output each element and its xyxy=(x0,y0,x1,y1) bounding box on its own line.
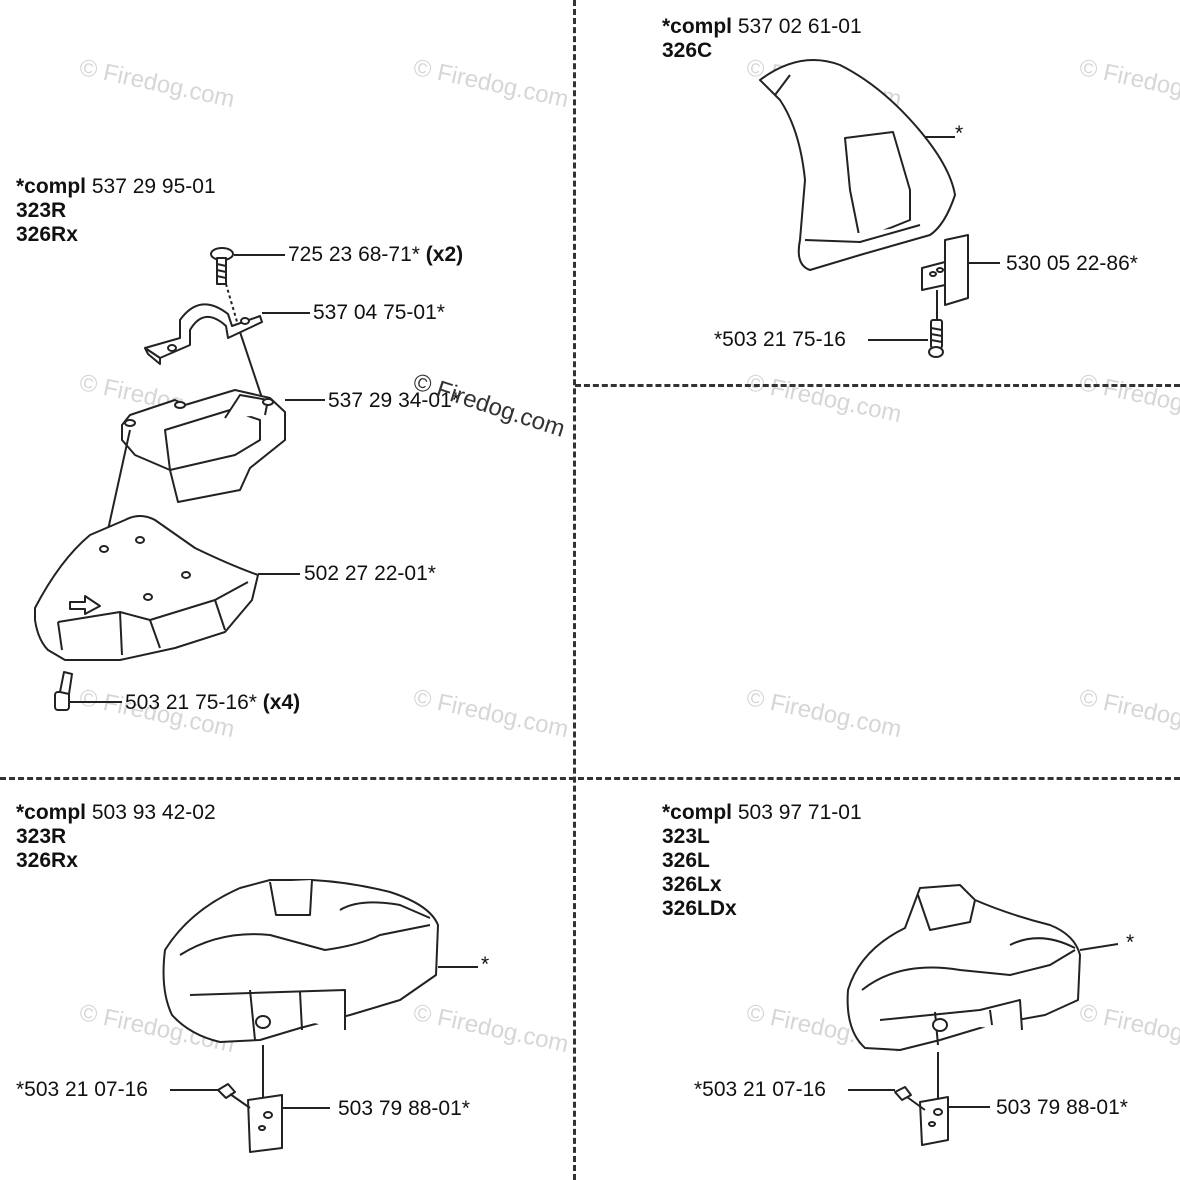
trimmer-guard-icon xyxy=(162,879,439,1043)
trimmer-guard-icon xyxy=(34,515,259,661)
screw-icon xyxy=(928,319,944,358)
assembly-part-number: 537 02 61-01 xyxy=(737,15,862,38)
bracket-icon xyxy=(921,234,969,306)
part-callout: 537 04 75-01* xyxy=(313,301,445,324)
part-callout: *503 21 75-16 xyxy=(714,328,846,351)
clamp-icon xyxy=(144,303,263,365)
screw-icon xyxy=(54,671,73,711)
trimmer-guard-icon xyxy=(759,59,956,271)
model-name: 326Rx xyxy=(16,223,78,246)
housing-icon xyxy=(121,389,286,503)
assembly-header: *compl 537 29 95-01 323R 326Rx xyxy=(16,175,216,247)
model-name: 323R xyxy=(16,825,67,848)
model-name: 326C xyxy=(662,39,713,62)
assembly-part-number: 537 29 95-01 xyxy=(91,175,216,198)
horizontal-divider-middle xyxy=(0,777,1180,780)
part-callout: * xyxy=(481,953,490,976)
compl-label: *compl xyxy=(662,15,733,38)
part-callout: 530 05 22-86* xyxy=(1006,252,1138,275)
part-callout: *503 21 07-16 xyxy=(694,1078,826,1101)
assembly-part-number: 503 93 42-02 xyxy=(91,801,216,824)
model-name: 323R xyxy=(16,199,67,222)
model-name: 326L xyxy=(662,849,710,872)
screw-icon xyxy=(217,1083,251,1109)
part-callout: *503 21 07-16 xyxy=(16,1078,148,1101)
part-callout: 503 79 88-01* xyxy=(338,1097,470,1120)
model-name: 326Lx xyxy=(662,873,722,896)
compl-label: *compl xyxy=(662,801,733,824)
trimmer-guard-icon xyxy=(846,884,1081,1051)
compl-label: *compl xyxy=(16,175,87,198)
part-callout: 503 79 88-01* xyxy=(996,1096,1128,1119)
bracket-icon xyxy=(247,1094,283,1153)
part-callout: * xyxy=(1126,931,1135,954)
part-callout: 502 27 22-01* xyxy=(304,562,436,585)
compl-label: *compl xyxy=(16,801,87,824)
assembly-header: *compl 503 93 42-02 323R 326Rx xyxy=(16,801,216,873)
assembly-part-number: 503 97 71-01 xyxy=(737,801,862,824)
part-callout: 503 21 75-16* (x4) xyxy=(125,691,301,714)
vertical-divider xyxy=(573,0,576,1180)
part-callout: 537 29 34-01* xyxy=(328,389,460,412)
model-name: 326LDx xyxy=(662,897,737,920)
model-name: 326Rx xyxy=(16,849,78,872)
assembly-header: *compl 537 02 61-01 326C xyxy=(662,15,862,63)
model-name: 323L xyxy=(662,825,710,848)
part-callout: * xyxy=(955,122,964,145)
screw-icon xyxy=(894,1086,926,1111)
horizontal-divider-top-right xyxy=(575,384,1180,387)
assembly-header: *compl 503 97 71-01 323L 326L 326Lx 326L… xyxy=(662,801,862,921)
part-callout: 725 23 68-71* (x2) xyxy=(288,243,464,266)
bracket-icon xyxy=(919,1096,949,1146)
bolt-icon xyxy=(210,247,234,285)
